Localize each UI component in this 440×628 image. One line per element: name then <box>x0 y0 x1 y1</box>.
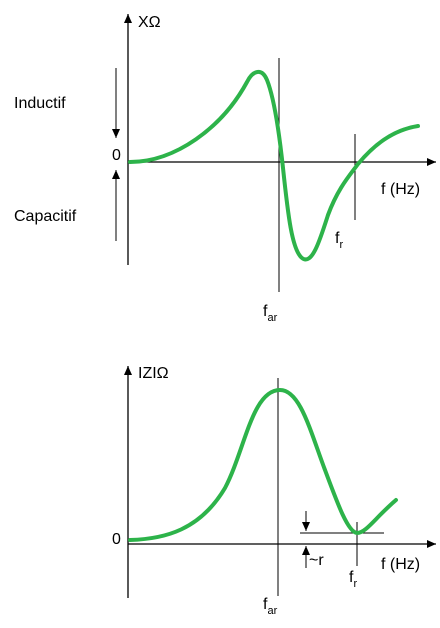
impedance-magnitude-graph: IZIΩ 0 f (Hz) ~r far fr <box>112 365 436 617</box>
reactance-graph: XΩ 0 f (Hz) Inductif Capacitif far fr <box>14 14 436 324</box>
bottom-x-axis-label: f (Hz) <box>381 556 420 573</box>
bottom-fr-label: fr <box>349 569 357 590</box>
top-x-axis-label: f (Hz) <box>381 181 420 198</box>
inductive-label: Inductif <box>14 95 66 112</box>
r-label: ~r <box>309 552 324 569</box>
bottom-far-label: far <box>263 596 278 617</box>
reactance-curve <box>128 70 420 262</box>
bottom-zero-label: 0 <box>112 531 121 548</box>
top-zero-label: 0 <box>112 147 121 164</box>
impedance-magnitude-curve <box>128 388 398 542</box>
top-far-label: far <box>263 303 278 324</box>
bottom-y-axis-label: IZIΩ <box>138 365 169 382</box>
top-y-axis-label: XΩ <box>138 14 161 31</box>
top-fr-label: fr <box>335 230 343 251</box>
capacitive-label: Capacitif <box>14 208 77 225</box>
